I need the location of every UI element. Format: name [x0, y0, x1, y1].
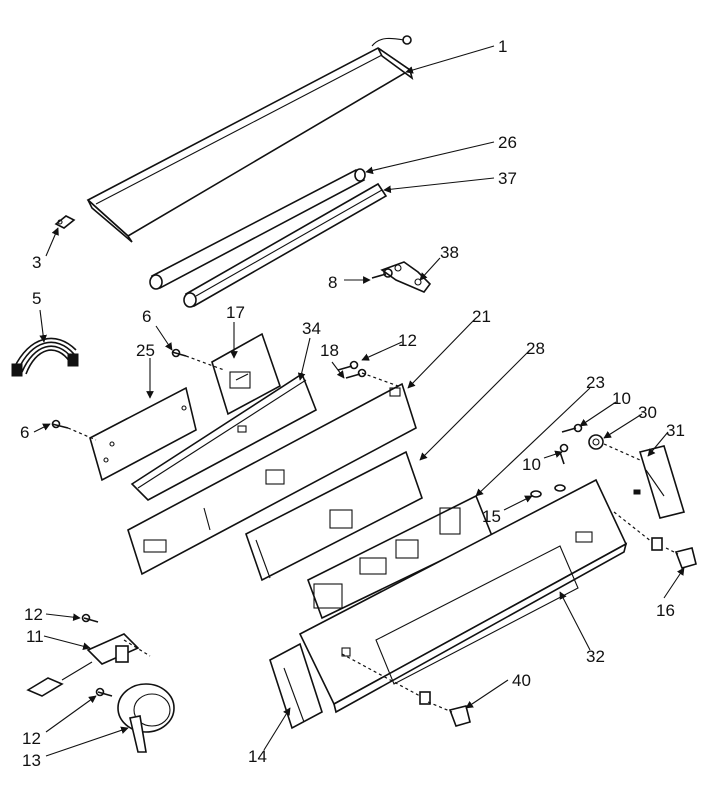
callout-6a: 6	[142, 307, 151, 326]
part-38-bracket	[380, 261, 432, 293]
callout-6b: 6	[20, 423, 29, 442]
part-25-circuit-board	[89, 386, 197, 482]
callout-10a: 10	[612, 389, 631, 408]
callout-32: 32	[586, 647, 605, 666]
callout-23: 23	[586, 373, 605, 392]
callout-14: 14	[248, 747, 267, 766]
part-14-end-cap	[269, 642, 323, 730]
part-26-rod	[149, 168, 366, 290]
callout-1: 1	[498, 37, 507, 56]
part-30-knob	[588, 434, 604, 450]
callout-16: 16	[656, 601, 675, 620]
part-17-control-module	[211, 332, 281, 416]
callout-12c: 12	[22, 729, 41, 748]
part-11-switch	[26, 633, 140, 697]
part-13-timer-motor	[117, 683, 175, 753]
callout-11: 11	[26, 627, 44, 646]
part-12-screws-lower	[81, 613, 113, 697]
part-3-clip	[54, 215, 76, 229]
part-8-screw	[371, 268, 393, 279]
callout-17: 17	[226, 303, 245, 322]
part-40-clip	[419, 691, 471, 727]
leader-lines	[33, 45, 685, 757]
part-16-switch	[651, 537, 697, 569]
callout-38: 38	[440, 243, 459, 262]
callout-8: 8	[328, 273, 337, 292]
part-28-window-frame	[245, 450, 423, 582]
part-5-ribbon-cable	[11, 337, 79, 377]
callout-30: 30	[638, 403, 657, 422]
callout-28: 28	[526, 339, 545, 358]
callout-26: 26	[498, 133, 517, 152]
part-31-bracket	[633, 445, 686, 519]
callout-37: 37	[498, 169, 517, 188]
part-1-top-cover	[86, 35, 414, 243]
callout-21: 21	[472, 307, 491, 326]
callout-3: 3	[32, 253, 41, 272]
connection-lines	[67, 355, 679, 713]
callout-13: 13	[22, 751, 41, 770]
screw-set	[51, 348, 583, 498]
callout-40: 40	[512, 671, 531, 690]
callout-10b: 10	[522, 455, 541, 474]
part-21-panel	[127, 382, 417, 576]
callout-18: 18	[320, 341, 339, 360]
callout-5: 5	[32, 289, 41, 308]
callout-34: 34	[302, 319, 321, 338]
part-34-chassis	[130, 372, 318, 501]
part-32-front-console	[298, 478, 628, 714]
callout-12b: 12	[24, 605, 43, 624]
callout-15: 15	[482, 507, 501, 526]
part-37-rod	[183, 182, 388, 308]
part-callouts: 1 26 37 3 38 8 5 6 17 34 21 25 18 12 28 …	[20, 37, 685, 770]
callout-31: 31	[666, 421, 685, 440]
callout-12a: 12	[398, 331, 417, 350]
callout-25: 25	[136, 341, 155, 360]
